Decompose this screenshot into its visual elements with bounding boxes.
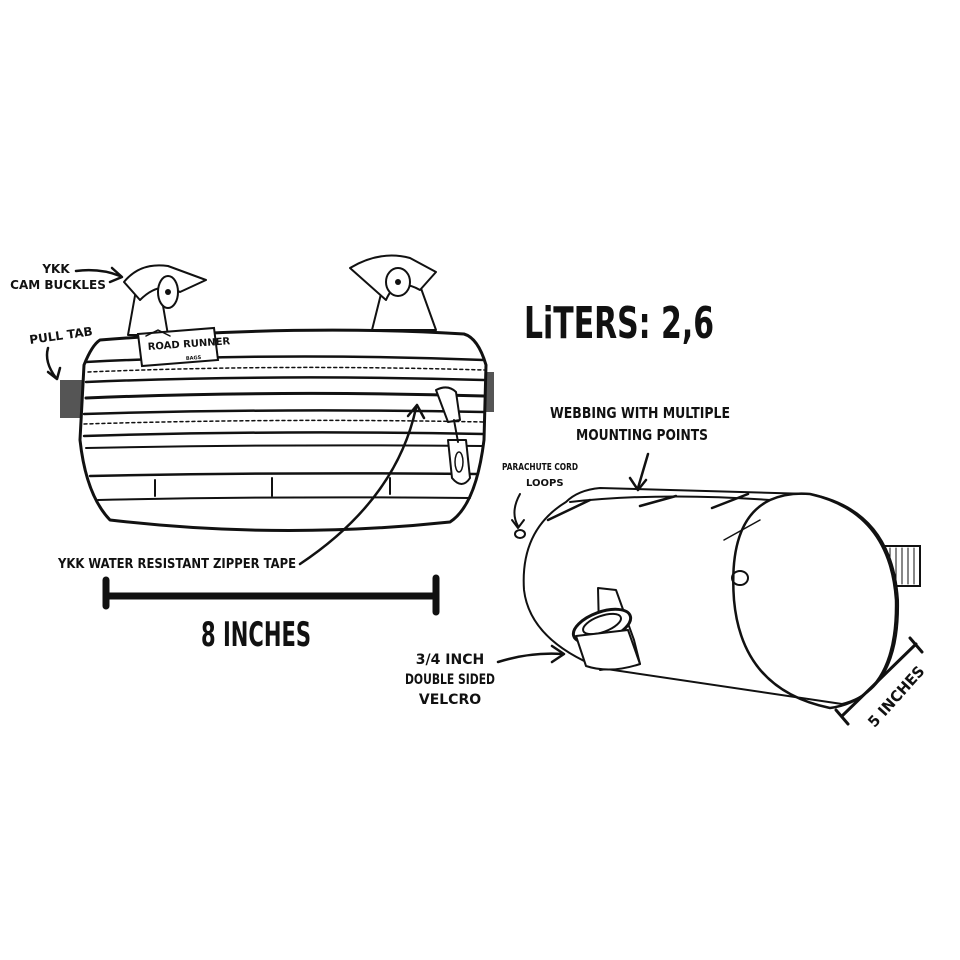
zipper-pull <box>435 386 471 485</box>
side-view-bag <box>514 487 921 710</box>
cam-buckle-left <box>123 264 207 336</box>
front-view-bag: ROAD RUNNER BAGS <box>60 254 494 533</box>
cord-loops-line2: LOOPS <box>526 478 564 489</box>
pull-tab-label: PULL TAB <box>28 324 93 347</box>
webbing-line1: WEBBING WITH MULTIPLE <box>550 404 730 422</box>
dimension-width: 8 iNCHES <box>102 574 440 655</box>
webbing-line2: MOUNTING POINTS <box>576 426 708 444</box>
capacity-label: LiTERS: 2,6 <box>524 298 714 349</box>
velcro-line3: VELCRO <box>419 692 481 708</box>
cam-buckles-line1: YKK <box>41 262 70 276</box>
brand-label: ROAD RUNNER BAGS <box>136 326 231 368</box>
cord-loops-line1: PARACHUTE CORD <box>502 462 578 473</box>
cord-loop-right <box>731 570 749 586</box>
callout-webbing: WEBBING WITH MULTIPLE MOUNTING POINTS <box>550 404 730 492</box>
zipper-tape-label: YKK WATER RESISTANT ZIPPER TAPE <box>57 557 296 572</box>
callout-cam-buckles: YKK CAM BUCKLES <box>10 262 124 292</box>
callout-cord-loops: PARACHUTE CORD LOOPS <box>502 462 578 529</box>
callout-velcro: 3/4 iNCH DOUBLE SIDED VELCRO <box>405 644 566 708</box>
velcro-line2: DOUBLE SIDED <box>405 672 495 688</box>
cam-buckle-right <box>349 254 437 331</box>
callout-zipper-tape: YKK WATER RESISTANT ZIPPER TAPE <box>57 403 426 572</box>
zipper-line <box>84 391 486 400</box>
width-label: 8 iNCHES <box>201 615 311 655</box>
cord-loop-left <box>514 529 526 539</box>
brand-sub: BAGS <box>186 355 202 362</box>
velcro-line1: 3/4 iNCH <box>416 652 484 668</box>
velcro-strap <box>571 587 641 671</box>
cam-buckles-line2: CAM BUCKLES <box>10 278 106 292</box>
